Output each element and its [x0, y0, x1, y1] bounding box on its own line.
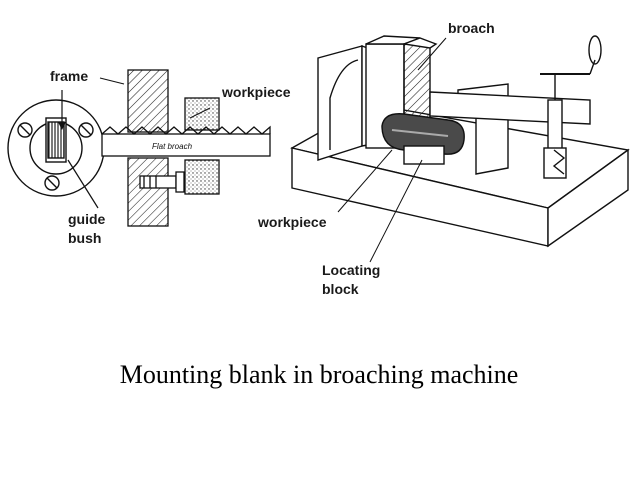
slide-caption: Mounting blank in broaching machine	[119, 360, 519, 389]
workpiece-bottom-label: workpiece	[257, 214, 327, 230]
block-label: block	[322, 281, 359, 297]
flat-broach-label: Flat broach	[152, 142, 193, 151]
frame-label: frame	[50, 68, 88, 84]
guide-label: guide	[68, 211, 106, 227]
workpiece-top-label: workpiece	[221, 84, 291, 100]
broach-label: broach	[448, 20, 495, 36]
locating-label: Locating	[322, 262, 380, 278]
guide-bush-drawing	[7, 90, 105, 209]
broaching-machine-drawing	[189, 35, 630, 263]
broach-section-drawing	[99, 69, 271, 227]
bush-label: bush	[68, 230, 101, 246]
